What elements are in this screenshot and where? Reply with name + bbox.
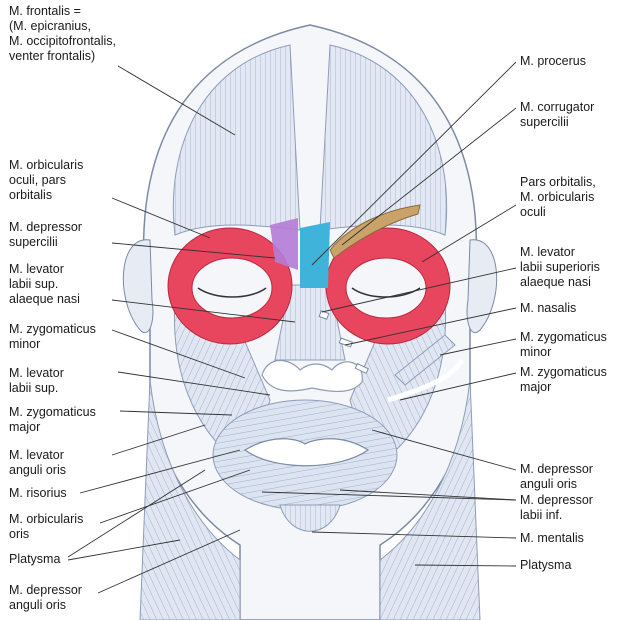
label-mentalis: M. mentalis	[520, 531, 584, 546]
label-zygomaticus-major-left: M. zygomaticus major	[9, 405, 96, 435]
label-depressor-anguli-oris-right: M. depressor anguli oris	[520, 462, 593, 492]
label-platysma-left: Platysma	[9, 552, 60, 567]
label-levator-labii-sup-alaeque-nasi-left: M. levator labii sup. alaeque nasi	[9, 262, 80, 307]
label-zygomaticus-major-right: M. zygomaticus major	[520, 365, 607, 395]
nose	[262, 360, 362, 391]
label-procerus: M. procerus	[520, 54, 586, 69]
label-pars-orbitalis: Pars orbitalis, M. orbicularis oculi	[520, 175, 596, 220]
frontalis-right	[320, 45, 447, 235]
procerus	[300, 222, 330, 288]
label-corrugator-supercilii: M. corrugator supercilii	[520, 100, 594, 130]
label-platysma-right: Platysma	[520, 558, 571, 573]
label-zygomaticus-minor-right: M. zygomaticus minor	[520, 330, 607, 360]
eye-left-inner	[192, 258, 272, 318]
label-levator-anguli-oris: M. levator anguli oris	[9, 448, 66, 478]
label-depressor-labii-inf: M. depressor labii inf.	[520, 493, 593, 523]
frontalis-left	[173, 45, 300, 235]
label-orbicularis-oris: M. orbicularis oris	[9, 512, 83, 542]
eye-right-inner	[346, 258, 426, 318]
label-zygomaticus-minor-left: M. zygomaticus minor	[9, 322, 96, 352]
label-levator-labii-superioris-alaeque-nasi: M. levator labii superioris alaeque nasi	[520, 245, 600, 290]
label-nasalis: M. nasalis	[520, 301, 576, 316]
label-orbicularis-oculi-pars-orbitalis: M. orbicularis oculi, pars orbitalis	[9, 158, 83, 203]
label-depressor-anguli-oris-left: M. depressor anguli oris	[9, 583, 82, 613]
label-risorius: M. risorius	[9, 486, 67, 501]
left-ear	[123, 240, 153, 333]
label-levator-labii-sup: M. levator labii sup.	[9, 366, 64, 396]
right-ear	[467, 240, 497, 333]
label-depressor-supercilii: M. depressor supercilii	[9, 220, 82, 250]
label-frontalis: M. frontalis = (M. epicranius, M. occipi…	[9, 4, 116, 64]
